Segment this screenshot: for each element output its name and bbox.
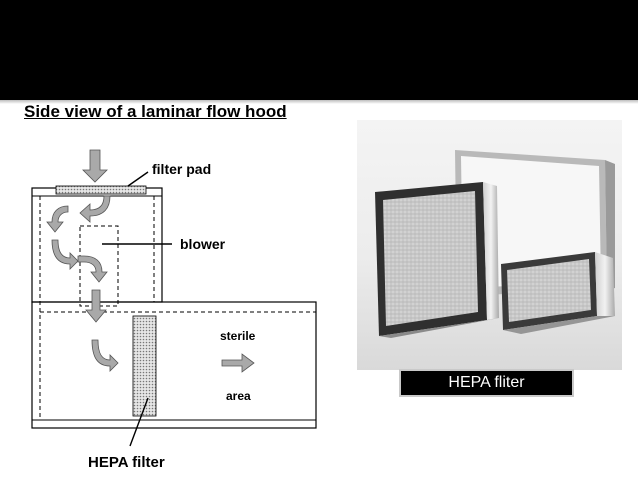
arrow-curve-4 (77, 255, 108, 283)
arrow-curve-5 (91, 339, 119, 372)
arrow-intake-down (82, 149, 108, 183)
arrow-curve-1 (79, 195, 111, 223)
filter-pad (55, 185, 147, 195)
diagram-title: Side view of a laminar flow hood (24, 102, 287, 121)
filter-front-large (375, 182, 499, 338)
hood-upper-housing (31, 187, 163, 303)
air-duct-dashed (39, 196, 316, 421)
leader-filter-pad (127, 171, 149, 187)
hepa-filter-photo (357, 120, 622, 370)
header-shadow (0, 100, 638, 104)
label-sterile: sterile (220, 329, 256, 343)
arrow-sterile-right (221, 353, 255, 373)
hepa-filter-block (132, 315, 157, 417)
label-hepa-filter: HEPA filter (88, 454, 165, 471)
label-filter-pad: filter pad (152, 161, 211, 177)
laminar-flow-diagram: filter pad blower sterile area HEPA filt… (31, 149, 317, 471)
header-band (0, 0, 638, 100)
filter-front-small (501, 252, 615, 334)
hood-work-area (31, 301, 317, 429)
hepa-filter-illustration (375, 150, 615, 338)
label-area: area (226, 389, 251, 403)
airflow-arrows (46, 149, 255, 373)
photo-caption: HEPA fliter (399, 369, 574, 397)
arrow-down-2 (85, 289, 107, 323)
label-blower: blower (180, 236, 226, 252)
arrow-curve-3 (51, 239, 79, 270)
leader-hepa (129, 397, 149, 447)
arrow-curve-2 (46, 205, 69, 233)
